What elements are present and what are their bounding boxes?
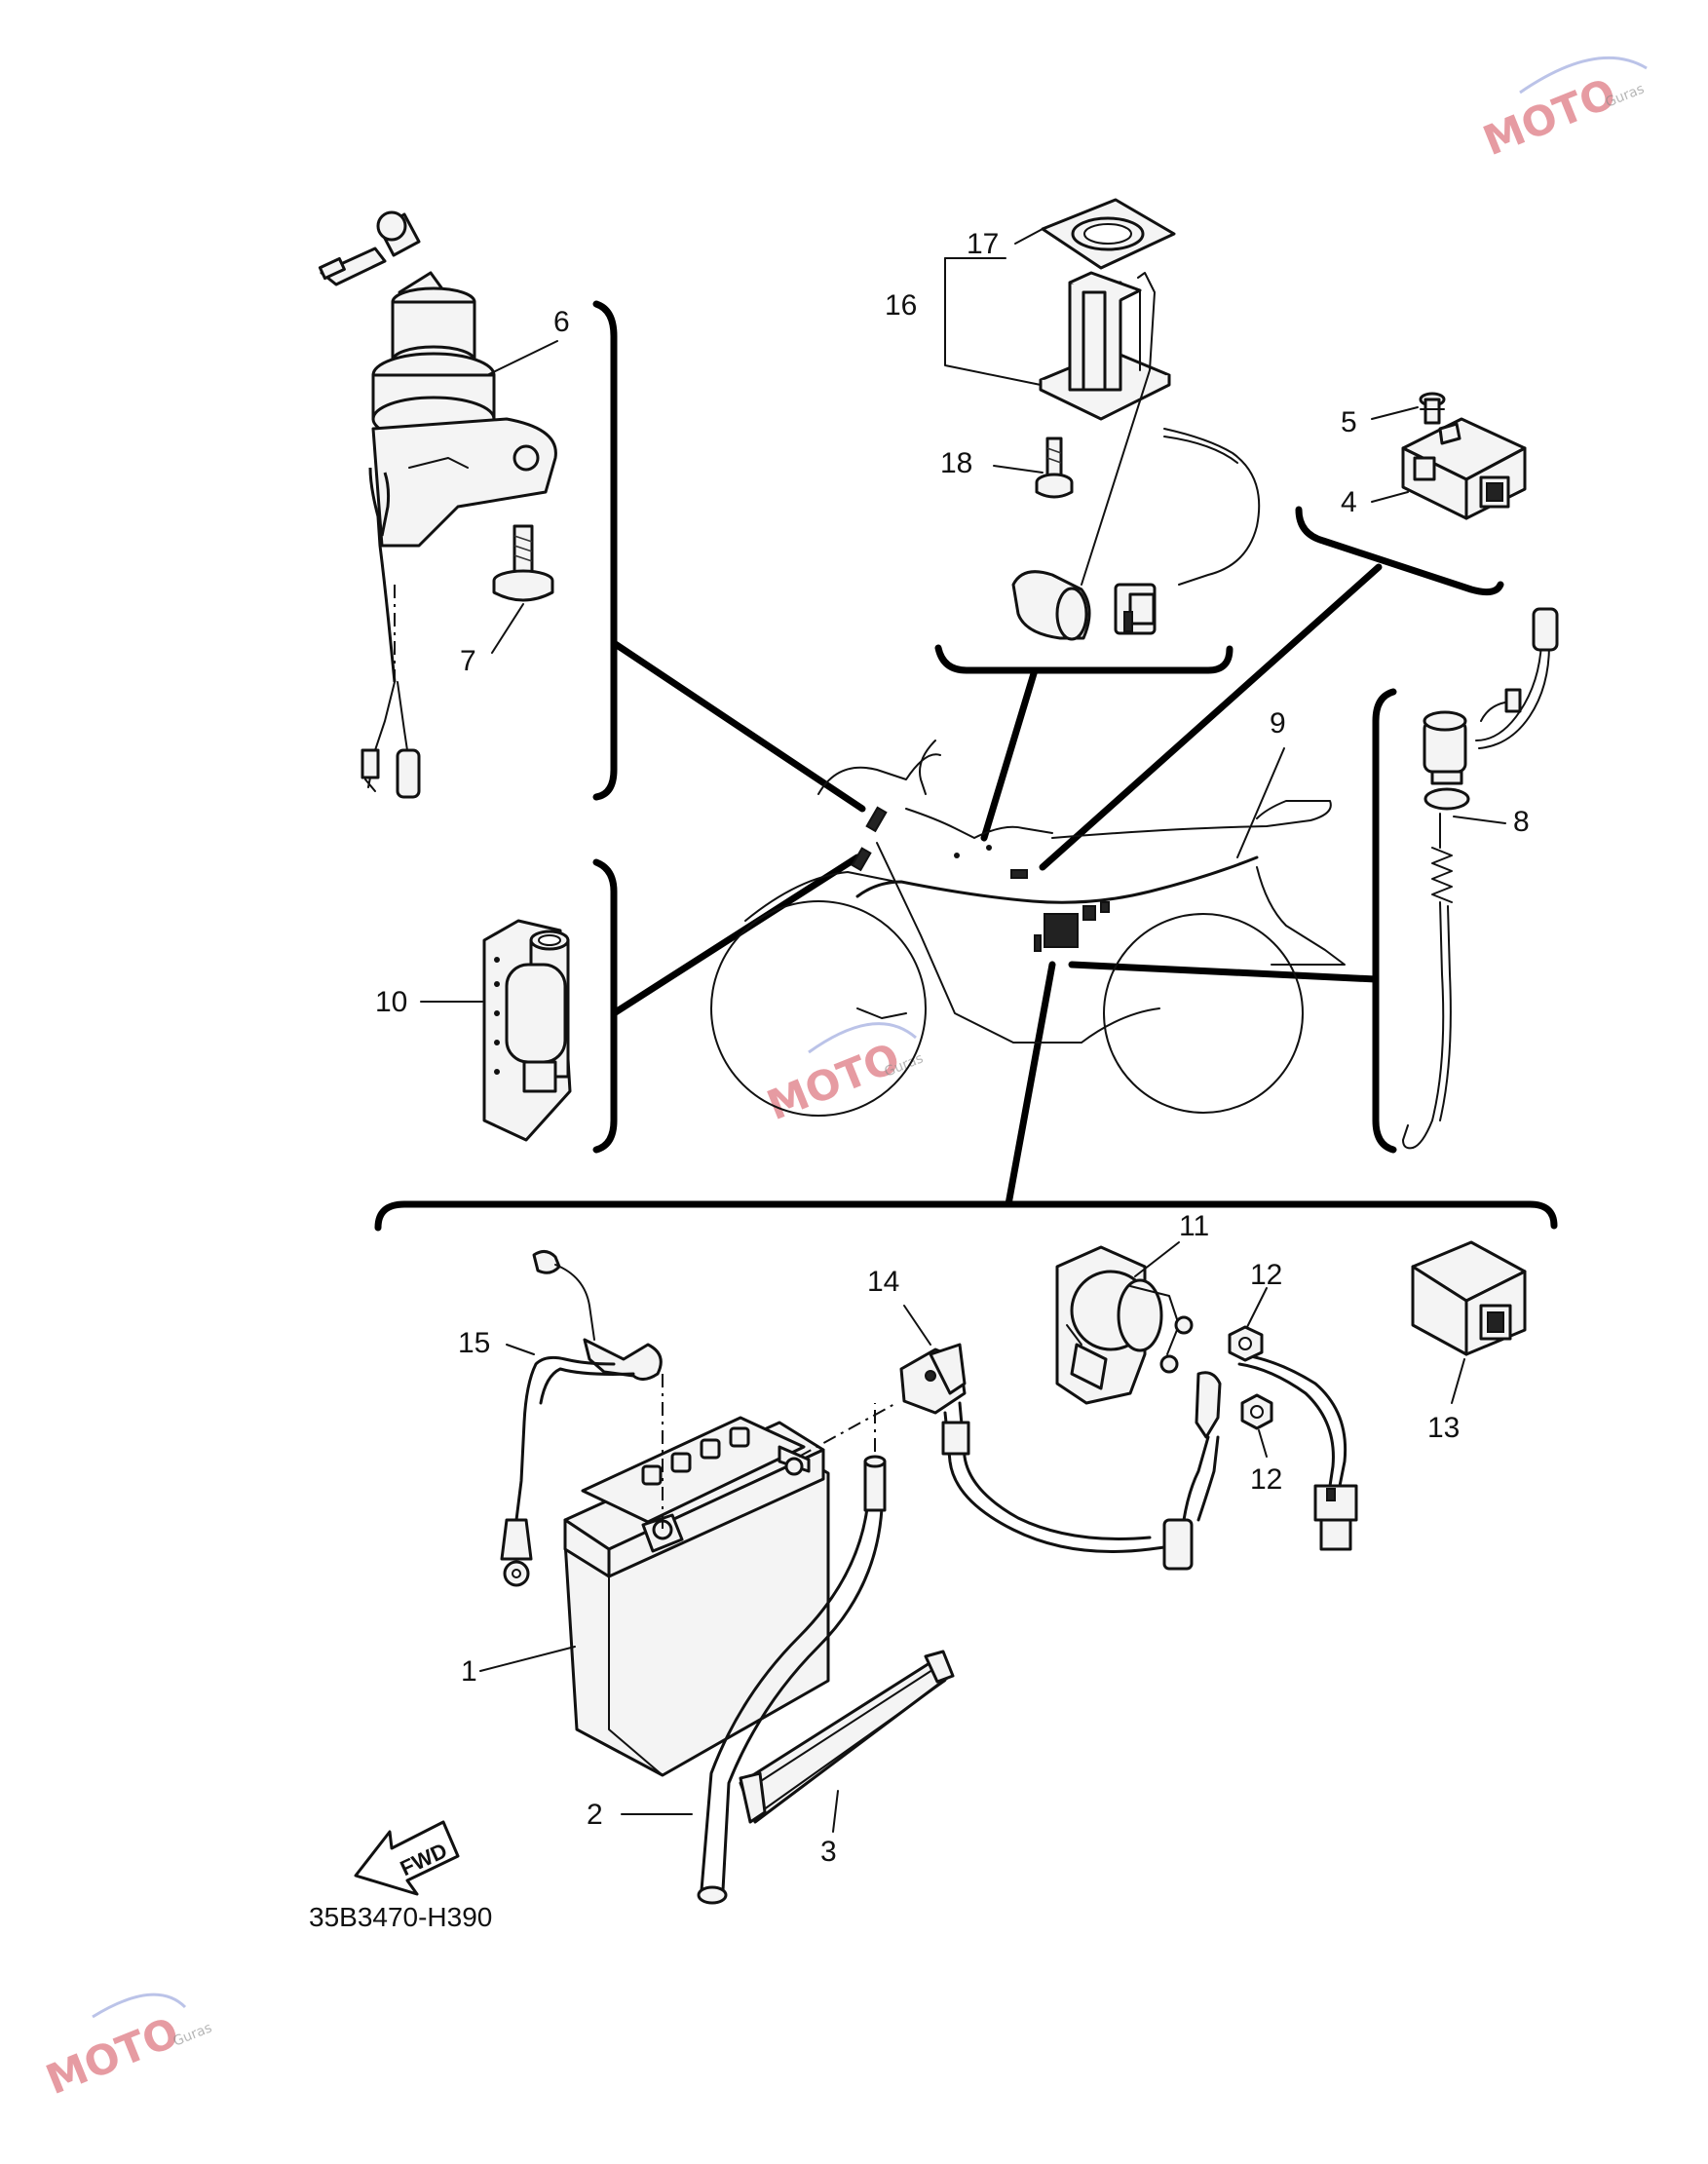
callout-6: 6: [553, 306, 570, 338]
relay-unit-13: [1411, 1240, 1527, 1356]
callout-3: 3: [820, 1836, 837, 1868]
svg-text:Guras: Guras: [171, 2020, 214, 2049]
callout-15: 15: [458, 1327, 490, 1359]
starter-lead-14: [899, 1343, 1166, 1553]
callout-7: 7: [460, 645, 476, 677]
watermark-top-right: MOTO Guras: [1476, 56, 1648, 166]
fwd-arrow-icon: FWD: [354, 1820, 460, 1896]
callout-16: 16: [885, 289, 917, 322]
bracket-regulator-group: [1295, 506, 1504, 596]
bolt-5: [1419, 392, 1446, 425]
callout-10: 10: [375, 986, 407, 1018]
callout-11: 11: [1179, 1210, 1209, 1242]
watermark-bottom-left: MOTO Guras: [39, 1993, 214, 2105]
callout-1: 1: [461, 1655, 477, 1688]
battery-1: [563, 1416, 830, 1777]
breather-hose-2: [697, 1403, 887, 1905]
rectifier-regulator-4: [1401, 417, 1527, 520]
screw-18: [1035, 437, 1074, 499]
callout-9: 9: [1270, 707, 1286, 740]
callout-5: 5: [1341, 406, 1357, 438]
bracket-battery-group: [374, 1200, 1558, 1232]
fuel-sender-unit-16: [1011, 271, 1261, 641]
nut-12-upper: [1228, 1325, 1264, 1362]
ignition-coil-10: [482, 919, 572, 1142]
motorcycle-outline: [710, 740, 1346, 1117]
svg-text:MOTO: MOTO: [39, 2008, 185, 2105]
screw-7: [492, 524, 554, 602]
nut-12-lower: [1240, 1393, 1273, 1430]
bracket-coil-group: [592, 858, 618, 1154]
switch-8: [1402, 607, 1559, 1150]
callout-4: 4: [1341, 486, 1357, 518]
bracket-ignition-group: [592, 300, 618, 801]
callout-8: 8: [1513, 806, 1530, 838]
callout-13: 13: [1427, 1412, 1460, 1444]
bracket-fuel-sender-group: [934, 644, 1234, 674]
starter-relay-11: [1055, 1245, 1358, 1571]
part-code: 35B3470-H390: [309, 1902, 492, 1932]
bracket-switch-group: [1372, 688, 1397, 1154]
callout-14: 14: [867, 1266, 899, 1298]
callout-12-lower: 12: [1250, 1463, 1282, 1496]
main-switch-assembly: [318, 210, 557, 799]
callout-17: 17: [967, 228, 999, 260]
battery-band-3: [739, 1650, 955, 1824]
svg-text:MOTO: MOTO: [1476, 69, 1622, 166]
gasket-17: [1041, 198, 1176, 270]
callout-12-upper: 12: [1250, 1259, 1282, 1291]
callout-2: 2: [587, 1799, 603, 1831]
callout-18: 18: [940, 447, 972, 479]
battery-cable-15: [500, 1250, 663, 1587]
